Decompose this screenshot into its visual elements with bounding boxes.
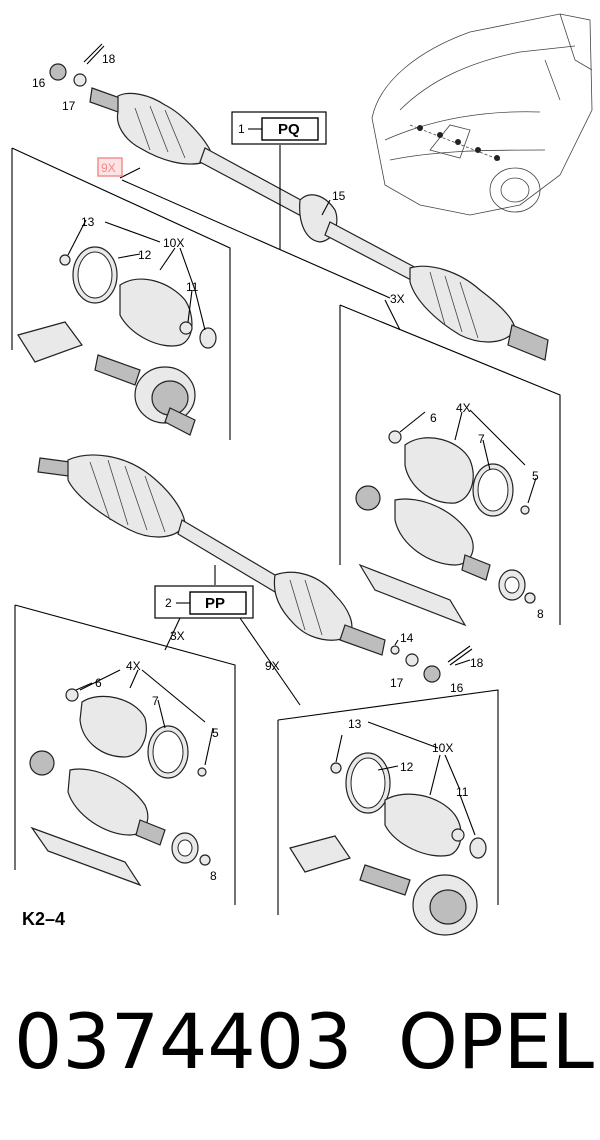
callout-18-lower: 18 (470, 656, 484, 670)
upper-driveshaft (89, 87, 549, 361)
callout-10x-upper: 10X (163, 236, 184, 250)
callout-13-lower: 13 (348, 717, 362, 731)
upper-left-kit-panel (11, 147, 231, 440)
nut-washer-cotter-upper (49, 43, 105, 87)
callout-5-lower: 5 (212, 726, 219, 740)
callout-16-upper: 16 (32, 76, 46, 90)
brand-name: OPEL (398, 997, 594, 1086)
callout-15: 15 (332, 189, 346, 203)
callout-3x-lower: 3X (170, 629, 185, 643)
leader-lines (67, 145, 537, 836)
callout-17-upper: 17 (62, 99, 76, 113)
nut-washer-cotter-lower (390, 645, 473, 683)
callout-11-lower: 11 (456, 785, 469, 799)
callout-10x-lower: 10X (432, 741, 453, 755)
callout-14: 14 (400, 631, 414, 645)
callout-labels: 18 16 17 13 12 10X 11 15 3X 6 4X 7 5 8 1… (32, 52, 544, 883)
callout-16-lower: 16 (450, 681, 464, 695)
callout-8-upper: 8 (537, 607, 544, 621)
callout-9x-top: 9X (101, 161, 116, 175)
callout-6-lower: 6 (95, 676, 102, 690)
page-code-label: K2–4 (22, 909, 65, 929)
callout-17-lower: 17 (390, 676, 404, 690)
callout-18-upper: 18 (102, 52, 116, 66)
callout-6-upper: 6 (430, 411, 437, 425)
callout-9x-lower: 9X (265, 659, 280, 673)
callout-4x-upper: 4X (456, 401, 471, 415)
callout-3x-upper: 3X (390, 292, 405, 306)
lower-driveshaft (37, 454, 386, 656)
car-illustration (371, 13, 593, 216)
part-number: 0374403 (14, 997, 352, 1086)
lower-right-kit-panel (277, 689, 499, 936)
pp-prefix: 2 (165, 596, 172, 610)
callout-8-lower: 8 (210, 869, 217, 883)
callout-13-upper: 13 (81, 215, 95, 229)
callout-5-upper: 5 (532, 469, 539, 483)
highlighted-9x-callout[interactable]: 9X (97, 157, 123, 177)
callout-7-lower: 7 (152, 694, 159, 708)
pq-code: PQ (278, 121, 300, 138)
upper-right-kit-panel (339, 304, 561, 627)
lower-left-kit-panel (14, 604, 236, 905)
pp-code-box: 2 PP (154, 585, 254, 619)
callout-4x-lower: 4X (126, 659, 141, 673)
pp-code: PP (205, 595, 225, 612)
pq-code-box: 1 PQ (231, 111, 327, 145)
callout-12-upper: 12 (138, 248, 152, 262)
callout-11-upper: 11 (186, 280, 199, 294)
pq-prefix: 1 (238, 122, 245, 136)
callout-12-lower: 12 (400, 760, 414, 774)
callout-7-upper: 7 (478, 432, 485, 446)
